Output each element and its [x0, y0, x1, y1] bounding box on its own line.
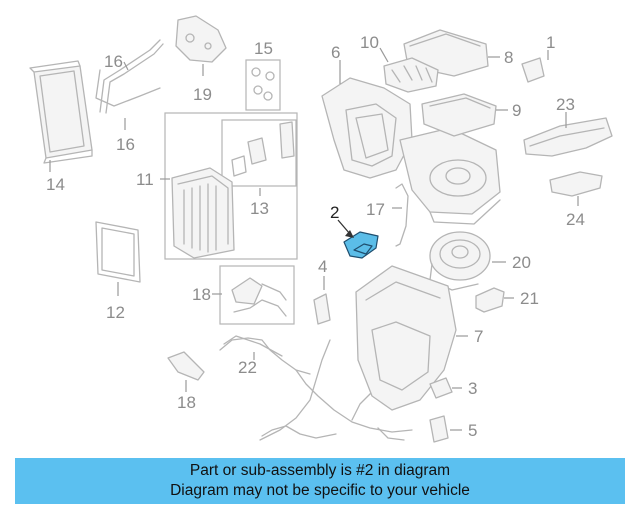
callout-3: 3	[468, 379, 477, 398]
part-15-hardware	[245, 59, 281, 111]
part-23-harness	[219, 335, 311, 375]
part-6-hvac-case	[321, 60, 501, 225]
part-25-bracket	[549, 171, 603, 206]
part-2-highlighted	[337, 219, 379, 259]
callout-10: 10	[360, 33, 379, 52]
callout-15: 15	[254, 39, 273, 58]
callout-21: 20	[512, 253, 531, 272]
part-22-resistor	[475, 287, 514, 313]
callout-23: 22	[238, 358, 257, 377]
part-wire-harness	[259, 339, 413, 441]
part-12-seal	[95, 221, 141, 296]
callout-20: 19	[193, 85, 212, 104]
callout-19: 18	[192, 285, 211, 304]
callout-9: 9	[512, 101, 521, 120]
part-4-bracket	[313, 276, 331, 325]
part-18-sensor	[392, 183, 409, 247]
part-16-pipes	[95, 39, 164, 130]
callout-5: 5	[468, 421, 477, 440]
callout-25: 24	[566, 210, 585, 229]
callout-17: 18	[177, 393, 196, 412]
callout-22: 21	[520, 289, 539, 308]
callout-13: 13	[250, 199, 269, 218]
callout-16b: 16	[116, 135, 135, 154]
callout-11: 11	[136, 170, 154, 189]
callout-16a: 16	[104, 52, 123, 71]
callout-4: 4	[318, 257, 327, 276]
callout-8: 8	[504, 48, 513, 67]
callout-7: 7	[474, 327, 483, 346]
callout-24: 23	[556, 95, 575, 114]
part-21-blower	[429, 231, 506, 291]
banner-line-2: Diagram may not be specific to your vehi…	[170, 482, 470, 499]
parts-diagram: 14 16 16 19 15 11 13	[29, 15, 613, 443]
part-1-clip	[521, 50, 549, 83]
part-3-sensor	[429, 377, 462, 399]
callout-18: 17	[366, 200, 385, 219]
callout-1: 1	[546, 33, 555, 52]
callout-6: 6	[331, 43, 340, 62]
part-5-clip	[429, 415, 462, 443]
part-19-actuator	[212, 265, 295, 325]
banner-line-1: Part or sub-assembly is #2 in diagram	[189, 462, 451, 479]
callout-14: 14	[46, 175, 65, 194]
part-24-duct	[523, 112, 613, 157]
part-9-filter	[421, 93, 508, 137]
callout-2: 2	[330, 203, 339, 222]
info-banner: Part or sub-assembly is #2 in diagram Di…	[15, 458, 625, 504]
part-20-bracket	[175, 15, 227, 76]
callout-12: 12	[106, 303, 125, 322]
part-8-10-duct	[379, 29, 500, 93]
part-11-evaporator	[160, 112, 298, 260]
part-14-heater-core	[29, 60, 93, 172]
part-7-lower-case	[355, 265, 468, 411]
part-17-bracket	[167, 351, 205, 392]
